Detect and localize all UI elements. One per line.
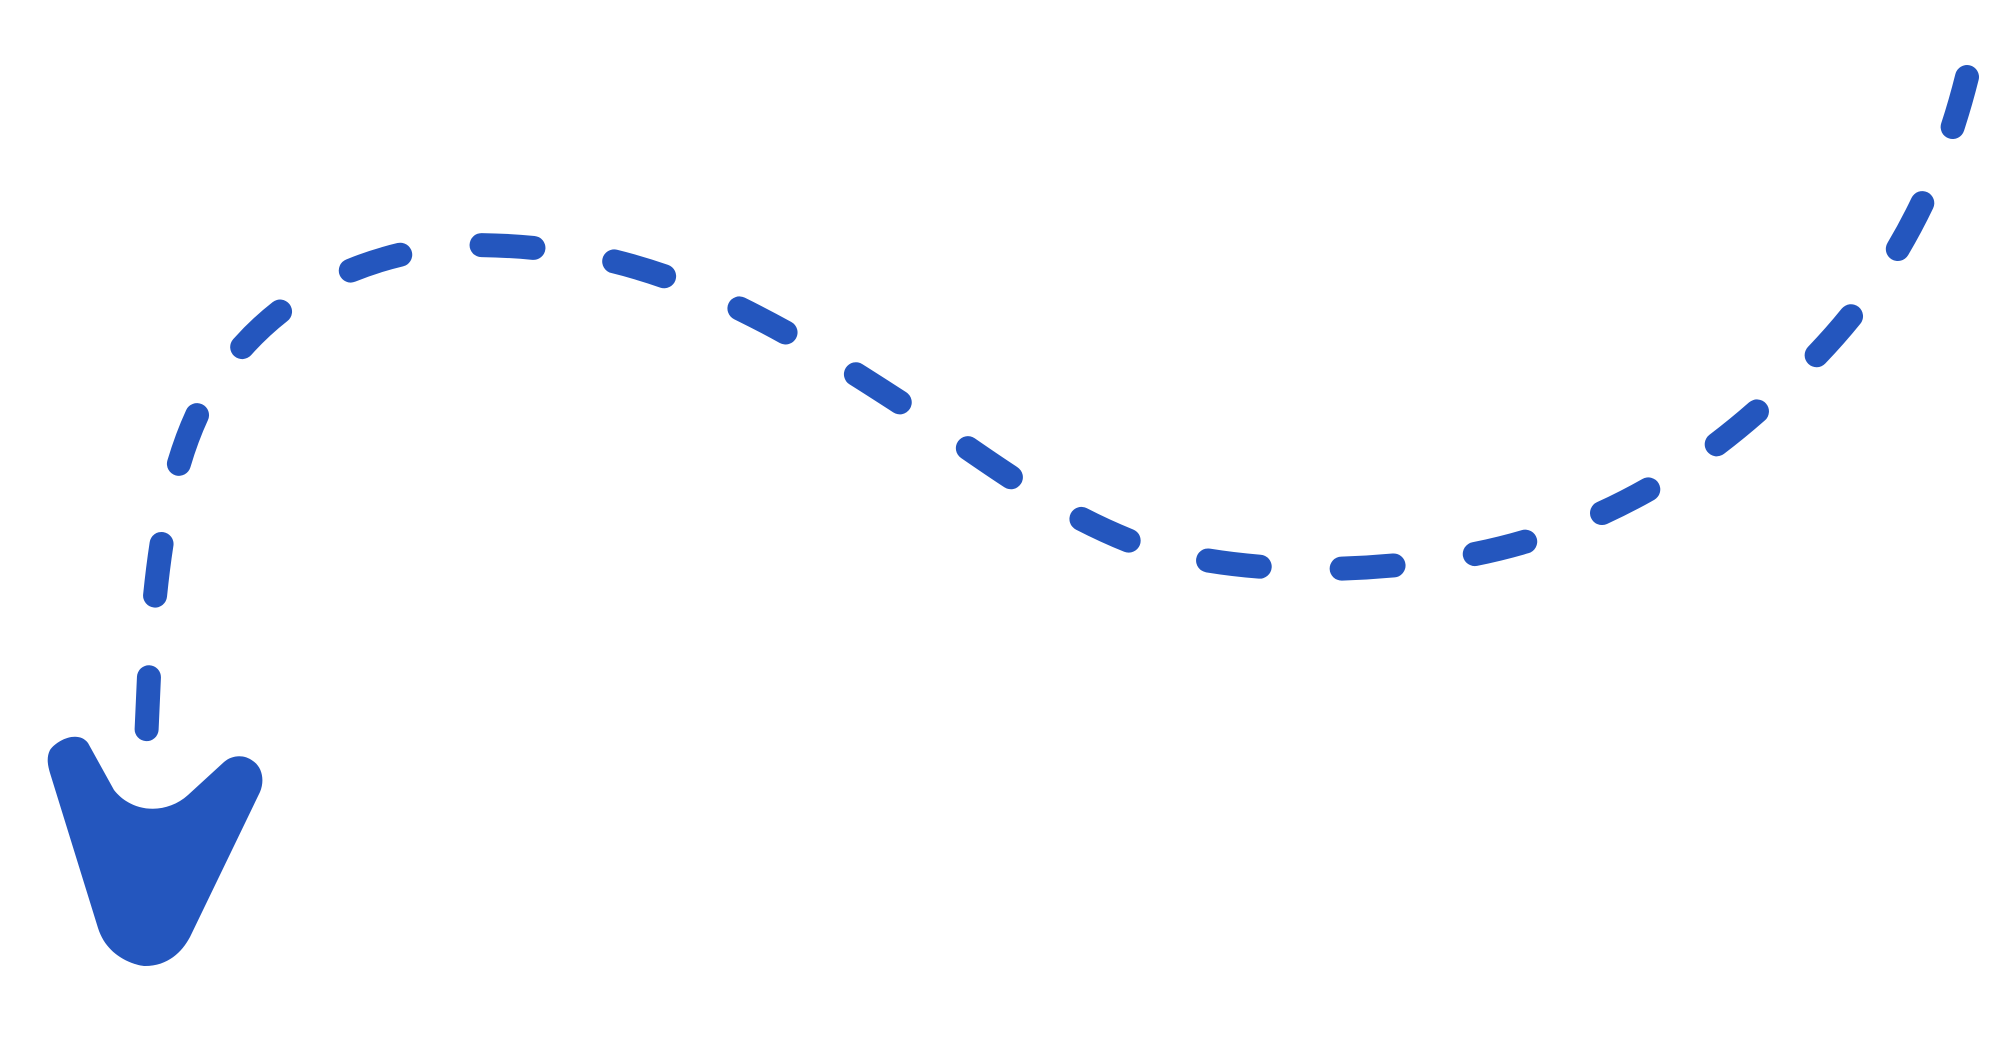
dashed-arrow-shaft bbox=[133, 65, 1979, 792]
arrowhead bbox=[47, 736, 263, 966]
